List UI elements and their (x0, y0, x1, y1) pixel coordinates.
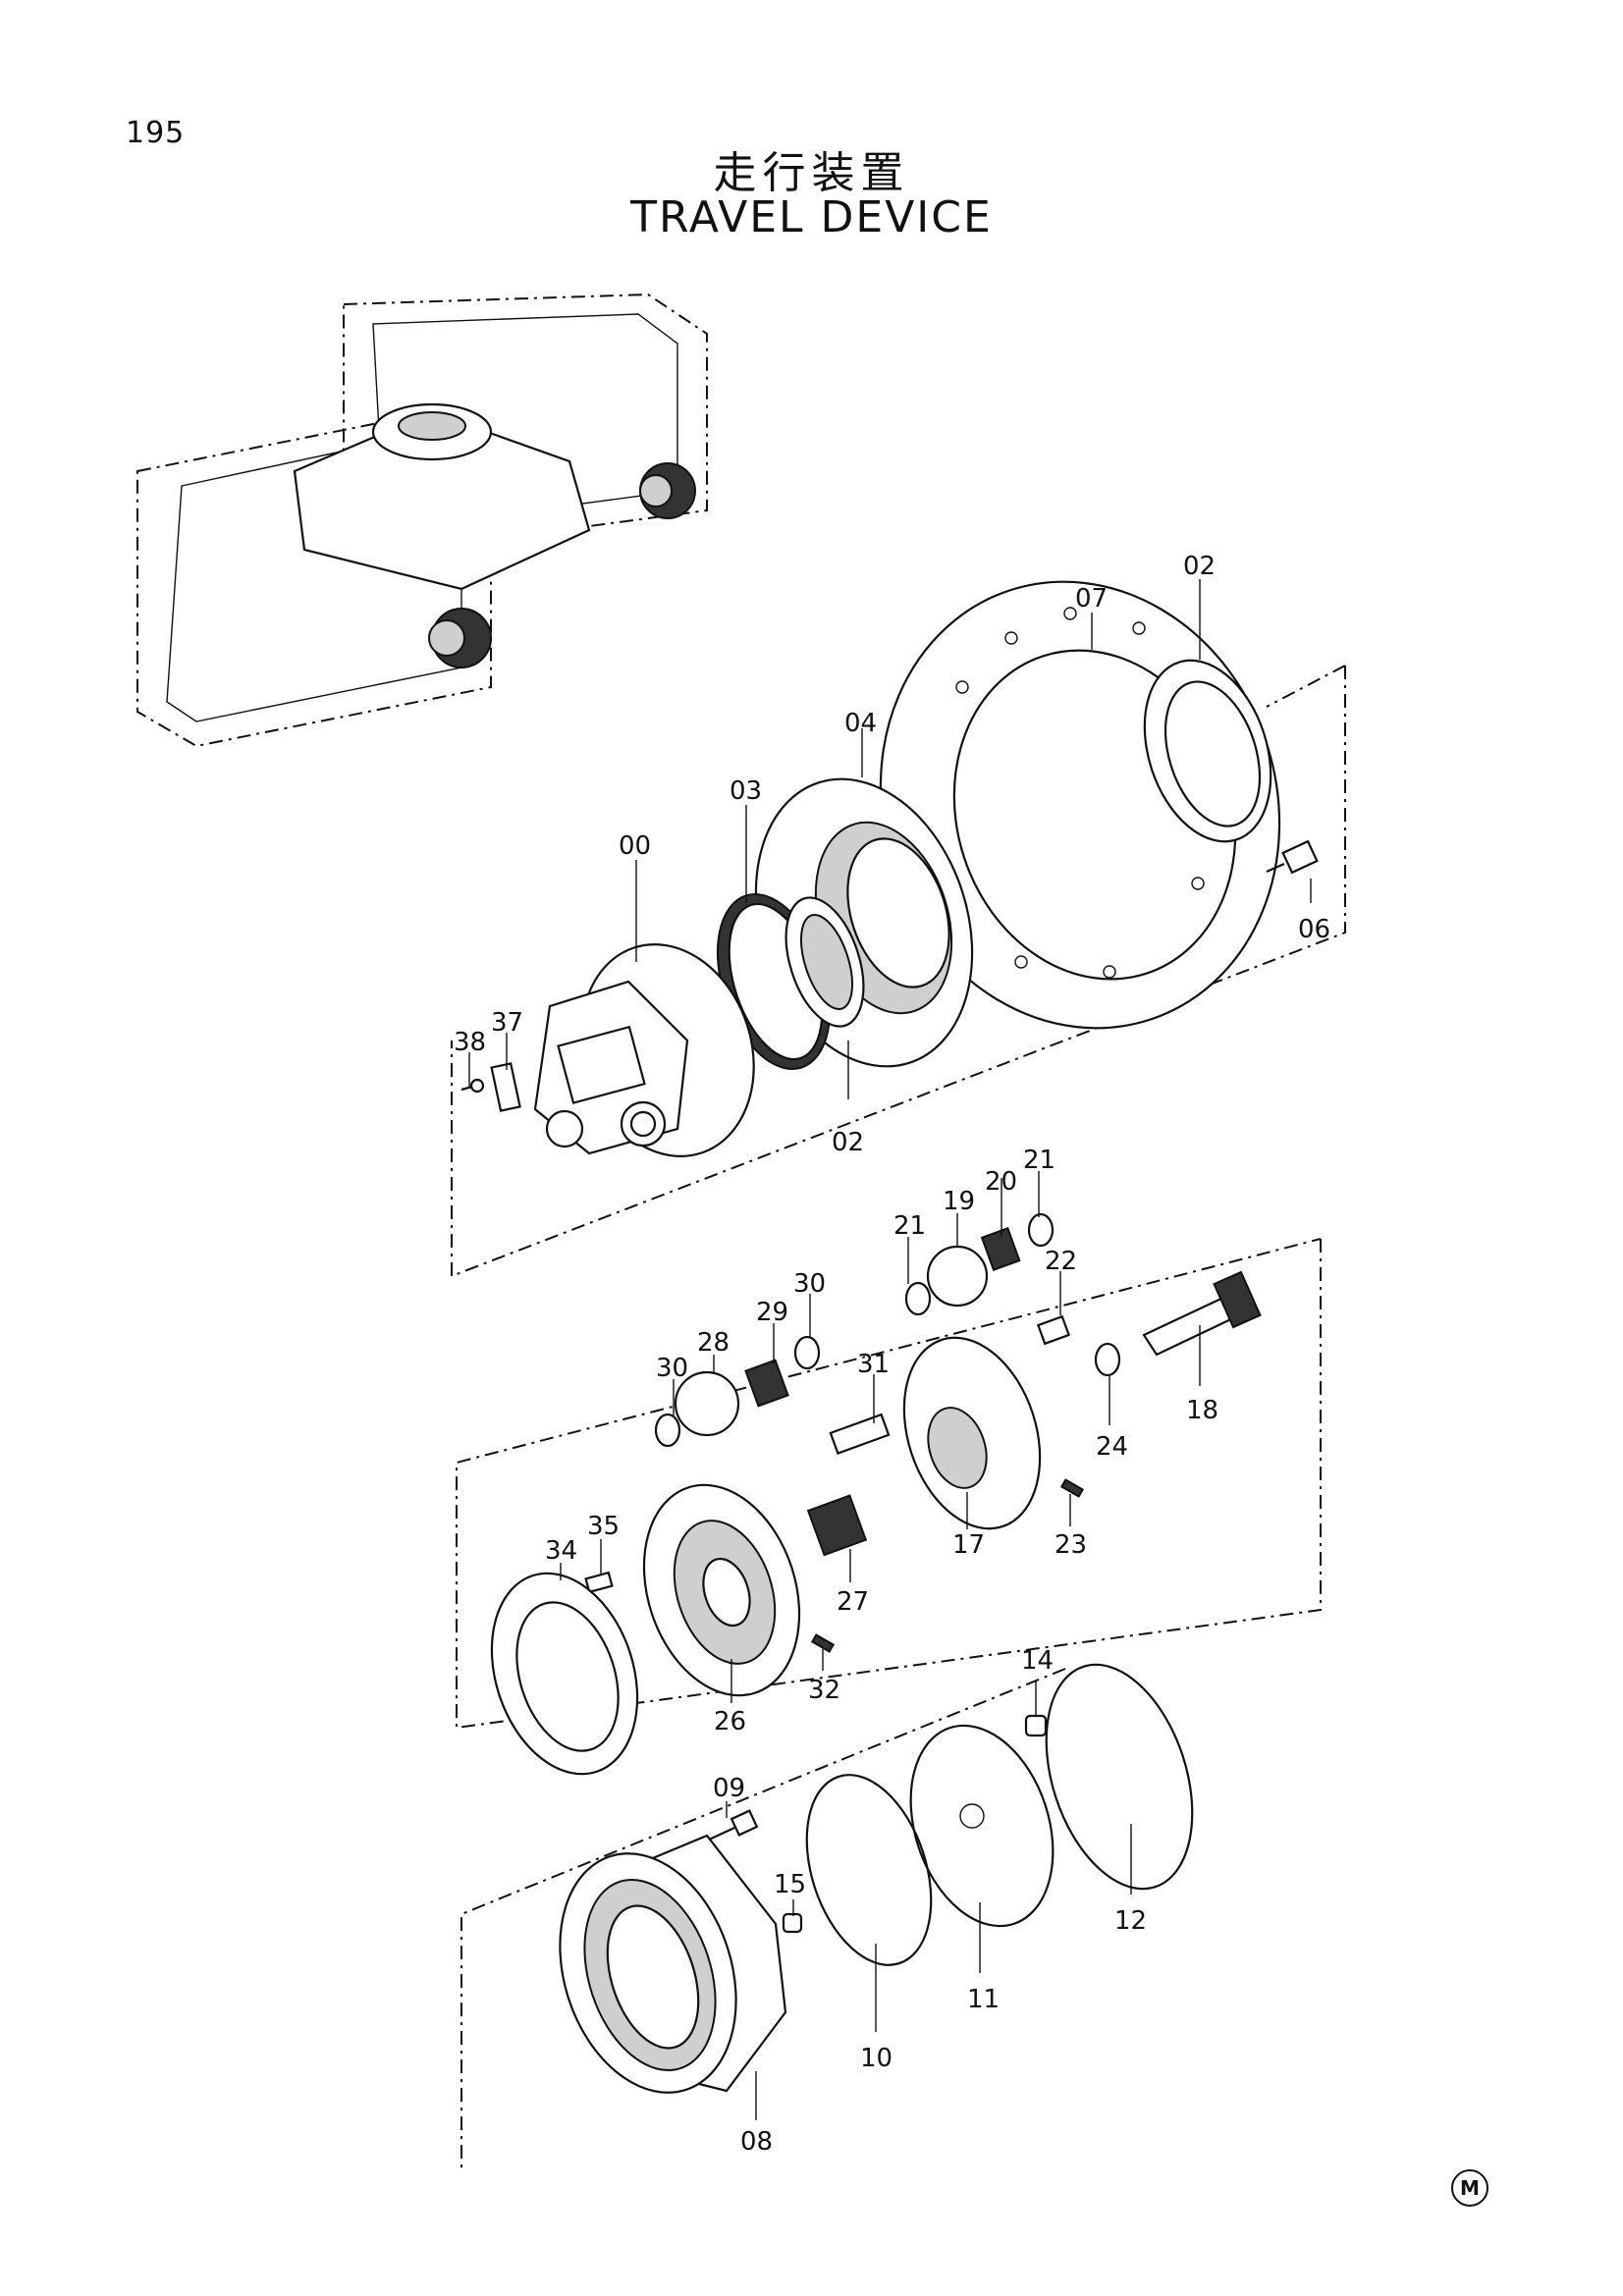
callout-08: 08 (740, 2127, 773, 2157)
callout-19: 19 (943, 1187, 975, 1216)
callout-31: 31 (857, 1350, 890, 1379)
callout-07: 07 (1075, 584, 1108, 614)
part-12-o-ring-large (1045, 1663, 1194, 1891)
part-02-bearing-lower (784, 896, 865, 1028)
callout-02-lower: 02 (832, 1128, 864, 1157)
group-boundary-1 (451, 666, 1346, 1278)
undercarriage-overview (136, 293, 708, 748)
callout-23: 23 (1055, 1530, 1087, 1560)
callout-00: 00 (619, 831, 651, 861)
callout-10: 10 (860, 2044, 893, 2073)
leader-lines (468, 579, 1312, 2120)
part-00-travel-motor (533, 943, 755, 1157)
part-10-o-ring (805, 1774, 933, 1966)
part-17-carrier (902, 1336, 1042, 1530)
callout-labels: 00 02 02 03 04 06 07 08 09 10 11 12 14 1… (454, 552, 1330, 2157)
callout-35: 35 (587, 1512, 620, 1541)
part-30-washer-b (654, 1413, 681, 1448)
page-number: 195 (126, 116, 186, 150)
callout-02-upper: 02 (1183, 552, 1216, 581)
callout-06: 06 (1298, 915, 1330, 944)
page-title-japanese: 走行装置 (713, 148, 910, 198)
part-02-bearing-upper (1143, 659, 1272, 843)
part-18-propeller-shaft (1142, 1270, 1262, 1357)
part-34-thrust-plate (490, 1572, 639, 1776)
callout-12: 12 (1114, 1906, 1147, 1936)
callout-17: 17 (952, 1530, 985, 1560)
part-35-pin (584, 1571, 614, 1594)
callout-29: 29 (756, 1298, 788, 1327)
callout-15: 15 (774, 1870, 806, 1899)
manufacturer-mark: M (1451, 2169, 1488, 2207)
part-08-ring-gear-housing (559, 1834, 787, 2094)
part-20-needle-bearing (980, 1226, 1021, 1271)
part-38-screw (460, 1078, 485, 1094)
part-23-spring-pin (1059, 1478, 1085, 1498)
callout-20: 20 (985, 1167, 1017, 1197)
callout-21-left: 21 (893, 1211, 926, 1241)
callout-34: 34 (545, 1536, 577, 1566)
callout-09: 09 (713, 1774, 745, 1803)
group-boundary-2 (456, 1238, 1322, 1730)
part-28-planetary-gear (674, 1370, 740, 1437)
callout-30-right: 30 (793, 1269, 826, 1299)
part-24-thrust-washer (1094, 1342, 1121, 1377)
callout-24: 24 (1096, 1432, 1128, 1462)
callout-22: 22 (1045, 1247, 1077, 1276)
part-29-needle-bearing (744, 1359, 789, 1408)
callout-21-right: 21 (1023, 1146, 1055, 1175)
part-32-spring-pin (810, 1633, 836, 1653)
callout-14: 14 (1021, 1646, 1054, 1676)
part-11-cover (909, 1724, 1055, 1928)
part-27-sun-gear (806, 1494, 868, 1557)
callout-18: 18 (1186, 1396, 1218, 1425)
callout-03: 03 (730, 776, 762, 806)
callout-26: 26 (714, 1707, 746, 1736)
callout-04: 04 (844, 709, 877, 738)
part-22-pin (1036, 1314, 1071, 1346)
part-37-name-plate (490, 1062, 521, 1112)
callout-28: 28 (697, 1328, 730, 1358)
callout-32: 32 (808, 1676, 840, 1705)
callout-11: 11 (967, 1985, 1000, 2014)
part-15-plug (782, 1912, 803, 1934)
callout-38: 38 (454, 1028, 486, 1057)
part-19-planetary-gear (926, 1245, 989, 1308)
part-21-washer-b (904, 1281, 932, 1316)
callout-27: 27 (837, 1587, 869, 1617)
part-06-bolt (1266, 839, 1319, 875)
part-30-washer-a (793, 1335, 821, 1370)
callout-30-left: 30 (656, 1354, 688, 1383)
part-14-plug (1024, 1714, 1048, 1737)
callout-37: 37 (491, 1008, 523, 1038)
page-title-english: TRAVEL DEVICE (630, 192, 993, 242)
part-09-socket-bolt (706, 1809, 759, 1842)
part-31-pin (829, 1413, 891, 1455)
part-21-washer-a (1027, 1212, 1055, 1248)
part-26-carrier (642, 1483, 801, 1697)
